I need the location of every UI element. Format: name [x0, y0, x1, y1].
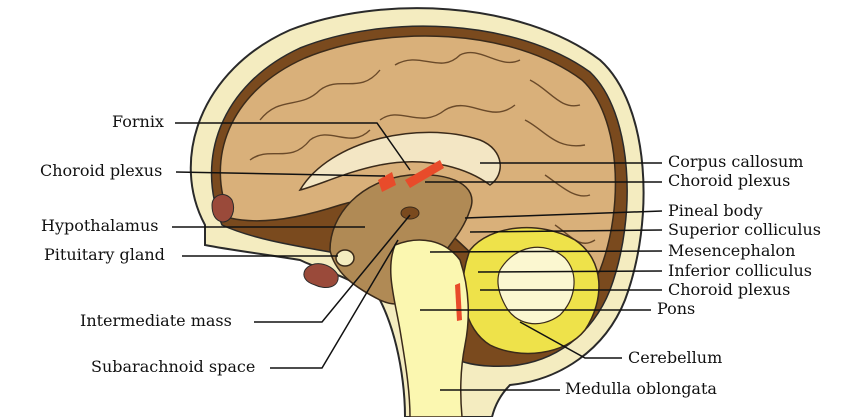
leader-choroid-plexus-1	[175, 171, 386, 177]
leader-intermediate-mass	[254, 214, 411, 323]
leader-lines	[172, 122, 663, 391]
leader-superior-colliculus	[469, 229, 663, 233]
diencephalon	[329, 173, 473, 305]
corpus-callosum-shape	[298, 131, 501, 192]
label-medulla-oblongata: Medulla oblongata	[565, 379, 717, 398]
frontal-sinus	[211, 194, 235, 223]
arbor-vitae	[497, 246, 575, 325]
label-corpus-callosum: Corpus callosum	[668, 152, 804, 171]
label-pituitary-gland: Pituitary gland	[44, 245, 165, 264]
label-intermediate-mass: Intermediate mass	[80, 311, 232, 330]
leader-mesencephalon	[429, 250, 663, 253]
label-superior-colliculus: Superior colliculus	[668, 220, 821, 239]
label-hypothalamus: Hypothalamus	[41, 216, 159, 235]
label-choroid-plexus-right-1: Choroid plexus	[668, 171, 791, 190]
label-inferior-colliculus: Inferior colliculus	[668, 261, 812, 280]
leader-subarachnoid-space	[270, 239, 399, 369]
label-pons: Pons	[657, 299, 696, 318]
gyri	[249, 52, 596, 244]
label-cerebellum: Cerebellum	[628, 348, 723, 367]
label-mesencephalon: Mesencephalon	[668, 241, 796, 260]
leader-fornix	[175, 122, 411, 171]
label-choroid-plexus-left: Choroid plexus	[40, 161, 163, 180]
label-subarachnoid-space: Subarachnoid space	[91, 357, 256, 376]
pituitary	[335, 249, 355, 267]
leader-pineal-body	[464, 210, 663, 219]
leader-cerebellum	[519, 321, 622, 359]
choroid-marks	[378, 160, 462, 321]
label-pineal-body: Pineal body	[668, 201, 763, 220]
label-fornix: Fornix	[112, 112, 164, 131]
sphenoid-sinus	[303, 263, 339, 288]
intermediate-mass-shape	[400, 206, 420, 220]
leader-inferior-colliculus	[477, 270, 663, 273]
label-choroid-plexus-right-2: Choroid plexus	[668, 280, 791, 299]
